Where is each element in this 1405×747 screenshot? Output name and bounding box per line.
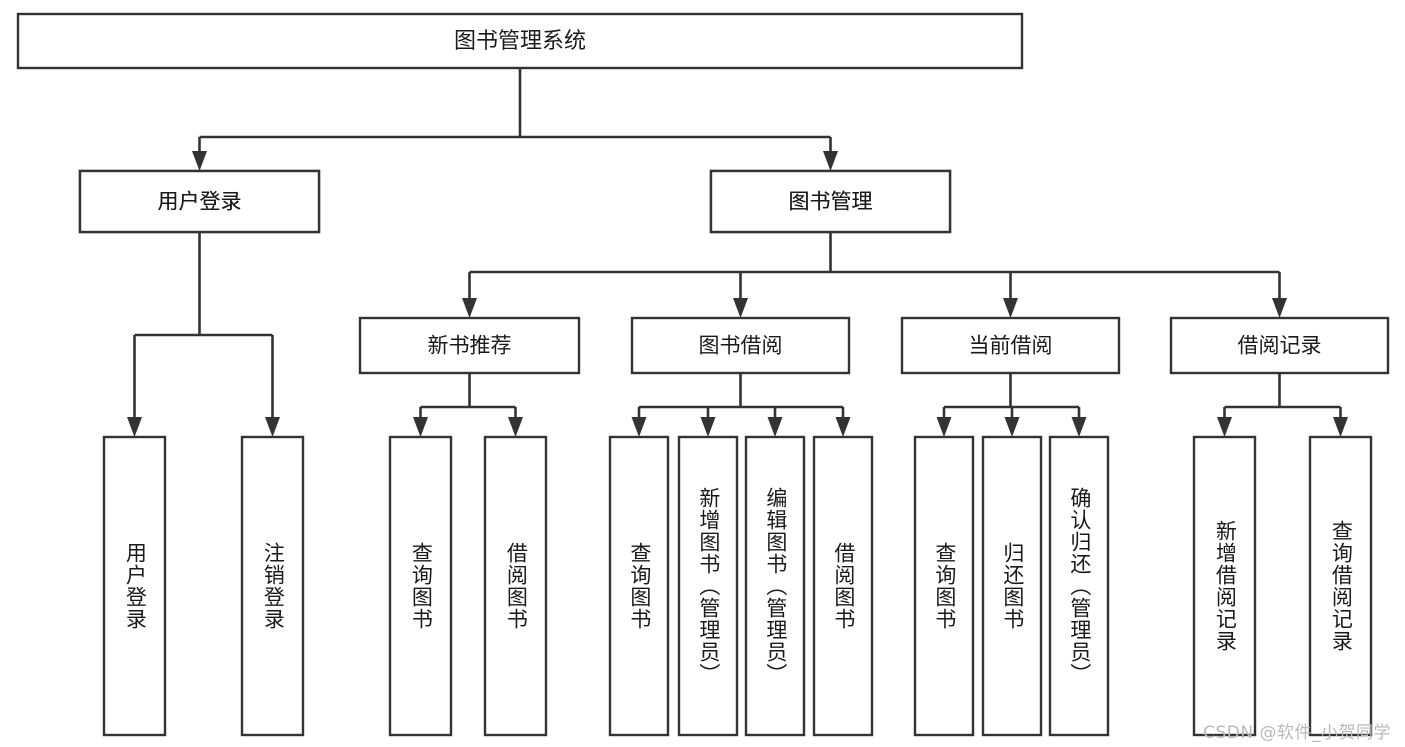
node-book-borrow-label: 图书借阅 bbox=[699, 334, 783, 358]
node-book-borrow-box[interactable] bbox=[630, 316, 851, 375]
arrow-head-icon bbox=[1272, 298, 1287, 318]
arrow-head-icon bbox=[127, 417, 142, 437]
node-borrow-record-label: 借阅记录 bbox=[1238, 334, 1322, 358]
connectors-layer bbox=[127, 68, 1348, 437]
arrow-head-icon bbox=[631, 417, 647, 437]
leaf-leaf-add-borrow-record-box[interactable] bbox=[1192, 435, 1257, 737]
arrow-head-icon bbox=[413, 417, 428, 437]
labels-layer: 图书管理系统用户登录图书管理用户登录图书管理新书推荐图书借阅当前借阅借阅记录 bbox=[158, 29, 1322, 358]
arrow-head-icon bbox=[1333, 417, 1348, 437]
arrow-head-icon bbox=[1004, 417, 1020, 437]
leaf-leaf-borrow-book-bor-box[interactable] bbox=[812, 435, 874, 737]
leaf-leaf-borrow-book-rec-box[interactable] bbox=[483, 435, 548, 737]
arrow-head-icon bbox=[823, 151, 838, 171]
node-user-login-label: 用户登录 bbox=[158, 190, 242, 214]
leaf-leaf-query-book-rec-box[interactable] bbox=[388, 435, 453, 737]
arrow-head-icon bbox=[1071, 417, 1087, 437]
node-root-box[interactable] bbox=[16, 12, 1024, 70]
node-borrow-record-box[interactable] bbox=[1169, 316, 1390, 375]
arrow-head-icon bbox=[733, 298, 748, 318]
leaf-leaf-query-book-bor-box[interactable] bbox=[608, 435, 670, 737]
arrow-head-icon bbox=[700, 417, 716, 437]
node-current-borrow-box[interactable] bbox=[900, 316, 1121, 375]
arrow-head-icon bbox=[462, 298, 477, 318]
leaf-leaf-user-login-box[interactable] bbox=[102, 435, 167, 737]
arrow-head-icon bbox=[1217, 417, 1232, 437]
node-new-book-recommend-label: 新书推荐 bbox=[428, 334, 512, 358]
boxes-layer bbox=[16, 12, 1390, 737]
node-user-login-label: 用户登录 bbox=[158, 190, 242, 214]
arrow-head-icon bbox=[767, 417, 783, 437]
arrow-head-icon bbox=[835, 417, 851, 437]
arrow-head-icon bbox=[508, 417, 523, 437]
leaf-leaf-query-borrow-record-box[interactable] bbox=[1308, 435, 1373, 737]
node-root-label: 图书管理系统 bbox=[454, 29, 586, 54]
leaf-leaf-query-book-cur-box[interactable] bbox=[913, 435, 975, 737]
node-new-book-recommend-box[interactable] bbox=[358, 316, 581, 375]
node-book-manage-label: 图书管理 bbox=[789, 190, 873, 214]
arrow-head-icon bbox=[192, 151, 207, 171]
node-book-manage-label: 图书管理 bbox=[789, 190, 873, 214]
node-user-login-box[interactable] bbox=[78, 169, 321, 234]
arrow-head-icon bbox=[265, 417, 280, 437]
arrow-head-icon bbox=[936, 417, 952, 437]
arrow-head-icon bbox=[1003, 298, 1018, 318]
leaf-leaf-confirm-return-admin-box[interactable] bbox=[1048, 435, 1110, 737]
leaf-leaf-edit-book-admin-box[interactable] bbox=[744, 435, 806, 737]
watermark: CSDN @软件_小贺同学 bbox=[1203, 723, 1391, 743]
node-book-manage-box[interactable] bbox=[709, 169, 952, 234]
leaf-leaf-return-book-box[interactable] bbox=[981, 435, 1043, 737]
node-current-borrow-label: 当前借阅 bbox=[969, 334, 1053, 358]
leaf-leaf-user-logout-box[interactable] bbox=[240, 435, 305, 737]
leaf-leaf-add-book-admin-box[interactable] bbox=[677, 435, 739, 737]
